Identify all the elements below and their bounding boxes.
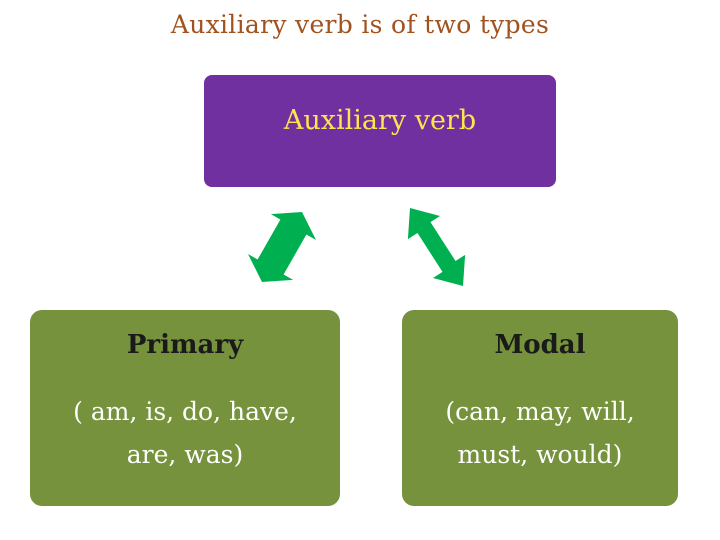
- auxiliary-verb-box: Auxiliary verb: [204, 75, 556, 187]
- modal-heading: Modal: [494, 330, 586, 360]
- double-arrow-left-icon: [248, 212, 316, 282]
- primary-examples-line-2: are, was): [126, 440, 244, 469]
- modal-card: Modal (can, may, will, must, would): [402, 310, 678, 506]
- primary-heading: Primary: [126, 330, 244, 360]
- double-arrow-right-icon: [407, 208, 466, 286]
- primary-examples-line-1: ( am, is, do, have,: [73, 397, 297, 426]
- modal-examples: (can, may, will, must, would): [402, 390, 678, 476]
- primary-examples: ( am, is, do, have, are, was): [30, 390, 340, 476]
- modal-examples-line-1: (can, may, will,: [445, 397, 635, 426]
- auxiliary-verb-label: Auxiliary verb: [283, 105, 477, 136]
- modal-examples-line-2: must, would): [457, 440, 623, 469]
- primary-card: Primary ( am, is, do, have, are, was): [30, 310, 340, 506]
- diagram-title: Auxiliary verb is of two types: [170, 10, 550, 39]
